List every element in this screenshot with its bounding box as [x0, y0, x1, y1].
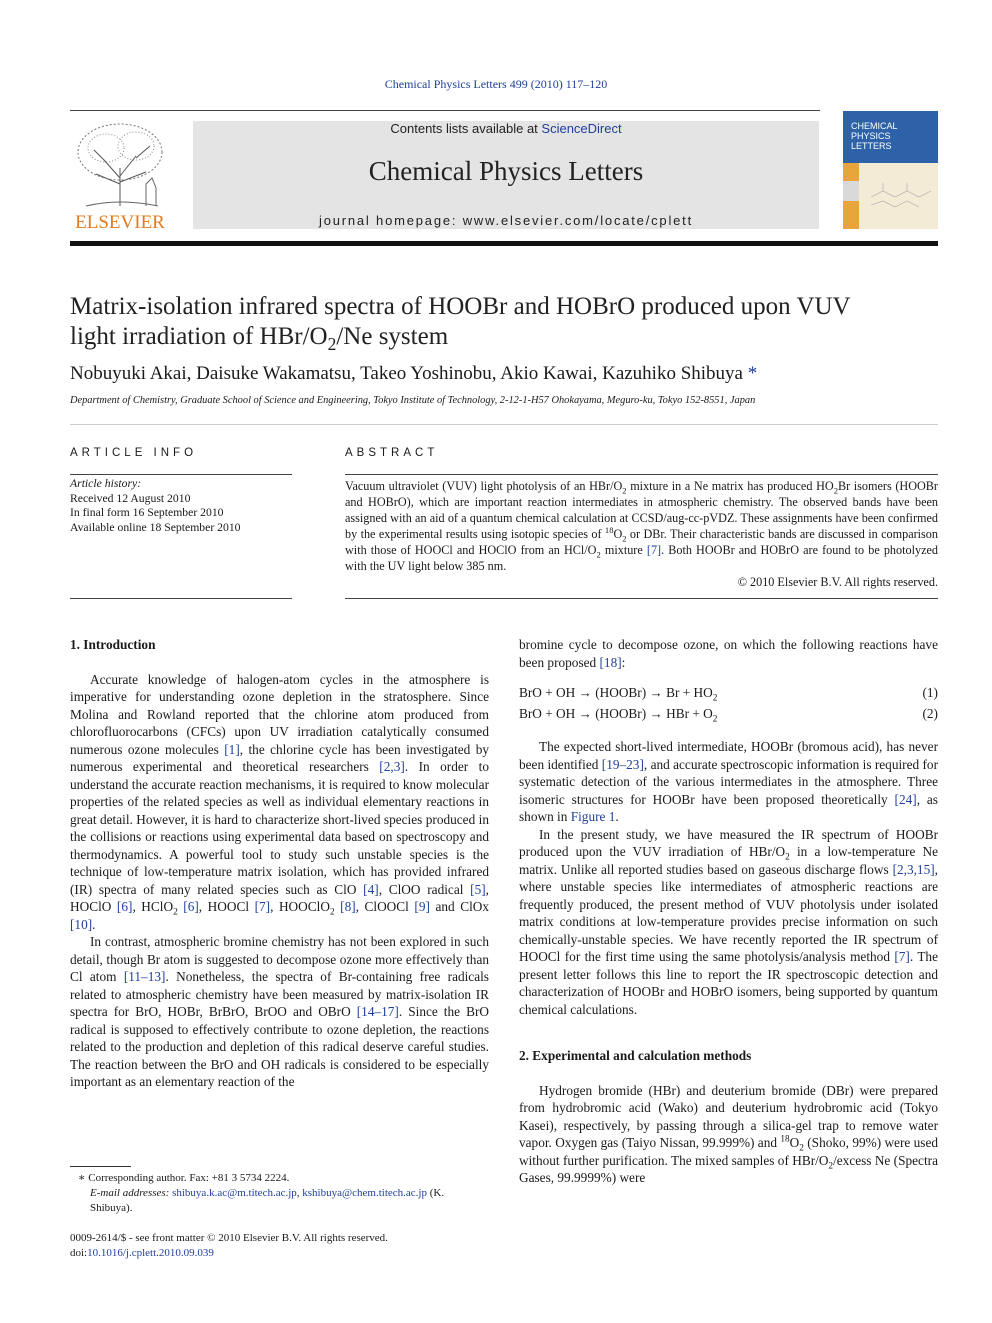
journal-citation[interactable]: Chemical Physics Letters 499 (2010) 117–… [384, 77, 608, 91]
journal-title: Chemical Physics Letters [368, 156, 644, 186]
abstract-heading: ABSTRACT [345, 447, 439, 459]
ref-link[interactable]: [7] [646, 543, 662, 557]
paragraph: The expected short-lived intermediate, H… [519, 739, 939, 824]
figure-link[interactable]: Figure 1 [570, 809, 616, 824]
body-right-column: bromine cycle to decompose ozone, on whi… [519, 636, 938, 1187]
ref-link[interactable]: [7] [254, 899, 271, 914]
journal-header-box [193, 121, 819, 229]
svg-text:CHEMICAL: CHEMICAL [851, 121, 898, 131]
contents-line: Contents lists available at ScienceDirec… [390, 121, 622, 136]
email-link[interactable]: kshibuya@chem.titech.ac.jp [302, 1187, 427, 1199]
ref-link[interactable]: [7] [894, 949, 910, 964]
ref-link[interactable]: [4] [363, 881, 379, 897]
svg-text:PHYSICS: PHYSICS [851, 131, 891, 141]
equation-number: (1) [922, 685, 938, 700]
paragraph: In the present study, we have measured t… [519, 826, 938, 1017]
paragraph: In contrast, atmospheric bromine chemist… [70, 934, 489, 1089]
abstract-copyright: © 2010 Elsevier B.V. All rights reserved… [737, 575, 938, 589]
homepage-link[interactable]: www.elsevier.com/locate/cplett [462, 213, 693, 228]
svg-text:LETTERS: LETTERS [851, 141, 892, 151]
header-rule [70, 110, 820, 111]
equation-2: BrO + OH → (HOOBr) → HBr + O2(2) [519, 703, 938, 724]
journal-cover-image: CHEMICAL PHYSICS LETTERS [843, 111, 938, 229]
ref-link[interactable]: [10] [70, 916, 93, 932]
paragraph: Hydrogen bromide (HBr) and deuterium bro… [519, 1082, 938, 1186]
elsevier-logo[interactable]: ELSEVIER [66, 118, 174, 234]
journal-cover-thumbnail[interactable]: CHEMICAL PHYSICS LETTERS [843, 111, 938, 229]
article-history: Article history: Received 12 August 2010… [70, 477, 241, 534]
ref-link[interactable]: [6] [183, 899, 199, 914]
ref-link[interactable]: [5] [470, 881, 486, 897]
paragraph: bromine cycle to decompose ozone, on whi… [519, 637, 938, 670]
ref-link[interactable]: [2,3] [379, 759, 405, 774]
footnote: ∗ Corresponding author. Fax: +81 3 5734 … [78, 1172, 445, 1214]
sciencedirect-link[interactable]: ScienceDirect [541, 121, 622, 136]
author-list: Nobuyuki Akai, Daisuke Wakamatsu, Takeo … [70, 363, 758, 384]
article-info-heading: ARTICLE INFO [70, 447, 198, 459]
ref-link[interactable]: [18] [599, 654, 622, 670]
article-info-rule [70, 474, 292, 475]
email-link[interactable]: shibuya.k.ac@m.titech.ac.jp [172, 1187, 297, 1199]
abstract-text: Vacuum ultraviolet (VUV) light photolysi… [345, 479, 938, 589]
ref-link[interactable]: [24] [894, 791, 917, 807]
equation-1: BrO + OH → (HOOBr) → Br + HO2(1) [519, 682, 938, 703]
ref-link[interactable]: [19–23] [601, 756, 644, 772]
abstract-bottom-rule [345, 598, 938, 599]
affiliation: Department of Chemistry, Graduate School… [70, 395, 756, 406]
ref-link[interactable]: [2,3,15] [892, 861, 935, 877]
ref-link[interactable]: [1] [224, 741, 240, 757]
section-heading-methods: 2. Experimental and calculation methods [519, 1048, 752, 1063]
doi-link[interactable]: 10.1016/j.cplett.2010.09.039 [87, 1247, 214, 1259]
section-heading-introduction: 1. Introduction [70, 637, 156, 652]
journal-homepage: journal homepage: www.elsevier.com/locat… [319, 213, 693, 228]
abstract-rule [345, 474, 938, 475]
svg-text:ELSEVIER: ELSEVIER [75, 212, 165, 233]
equation-number: (2) [922, 706, 938, 721]
paragraph: Accurate knowledge of halogen-atom cycle… [70, 671, 490, 932]
article-info-bottom-rule [70, 598, 292, 599]
ref-link[interactable]: [8] [340, 899, 356, 914]
footnote-rule [70, 1166, 131, 1167]
body-left-column: 1. Introduction Accurate knowledge of ha… [70, 636, 489, 1091]
ref-link[interactable]: [6] [116, 899, 133, 914]
ref-link[interactable]: [11–13] [123, 969, 166, 984]
section-divider [70, 424, 938, 425]
ref-link[interactable]: [9] [414, 899, 430, 914]
front-matter-notice: 0009-2614/$ - see front matter © 2010 El… [70, 1232, 388, 1259]
elsevier-tree-icon: ELSEVIER [75, 123, 165, 233]
corresponding-author-mark[interactable]: * [747, 363, 758, 384]
ref-link[interactable]: [14–17] [356, 1004, 399, 1019]
article-title: Matrix-isolation infrared spectra of HOO… [70, 293, 851, 354]
header-thick-rule [70, 241, 938, 246]
